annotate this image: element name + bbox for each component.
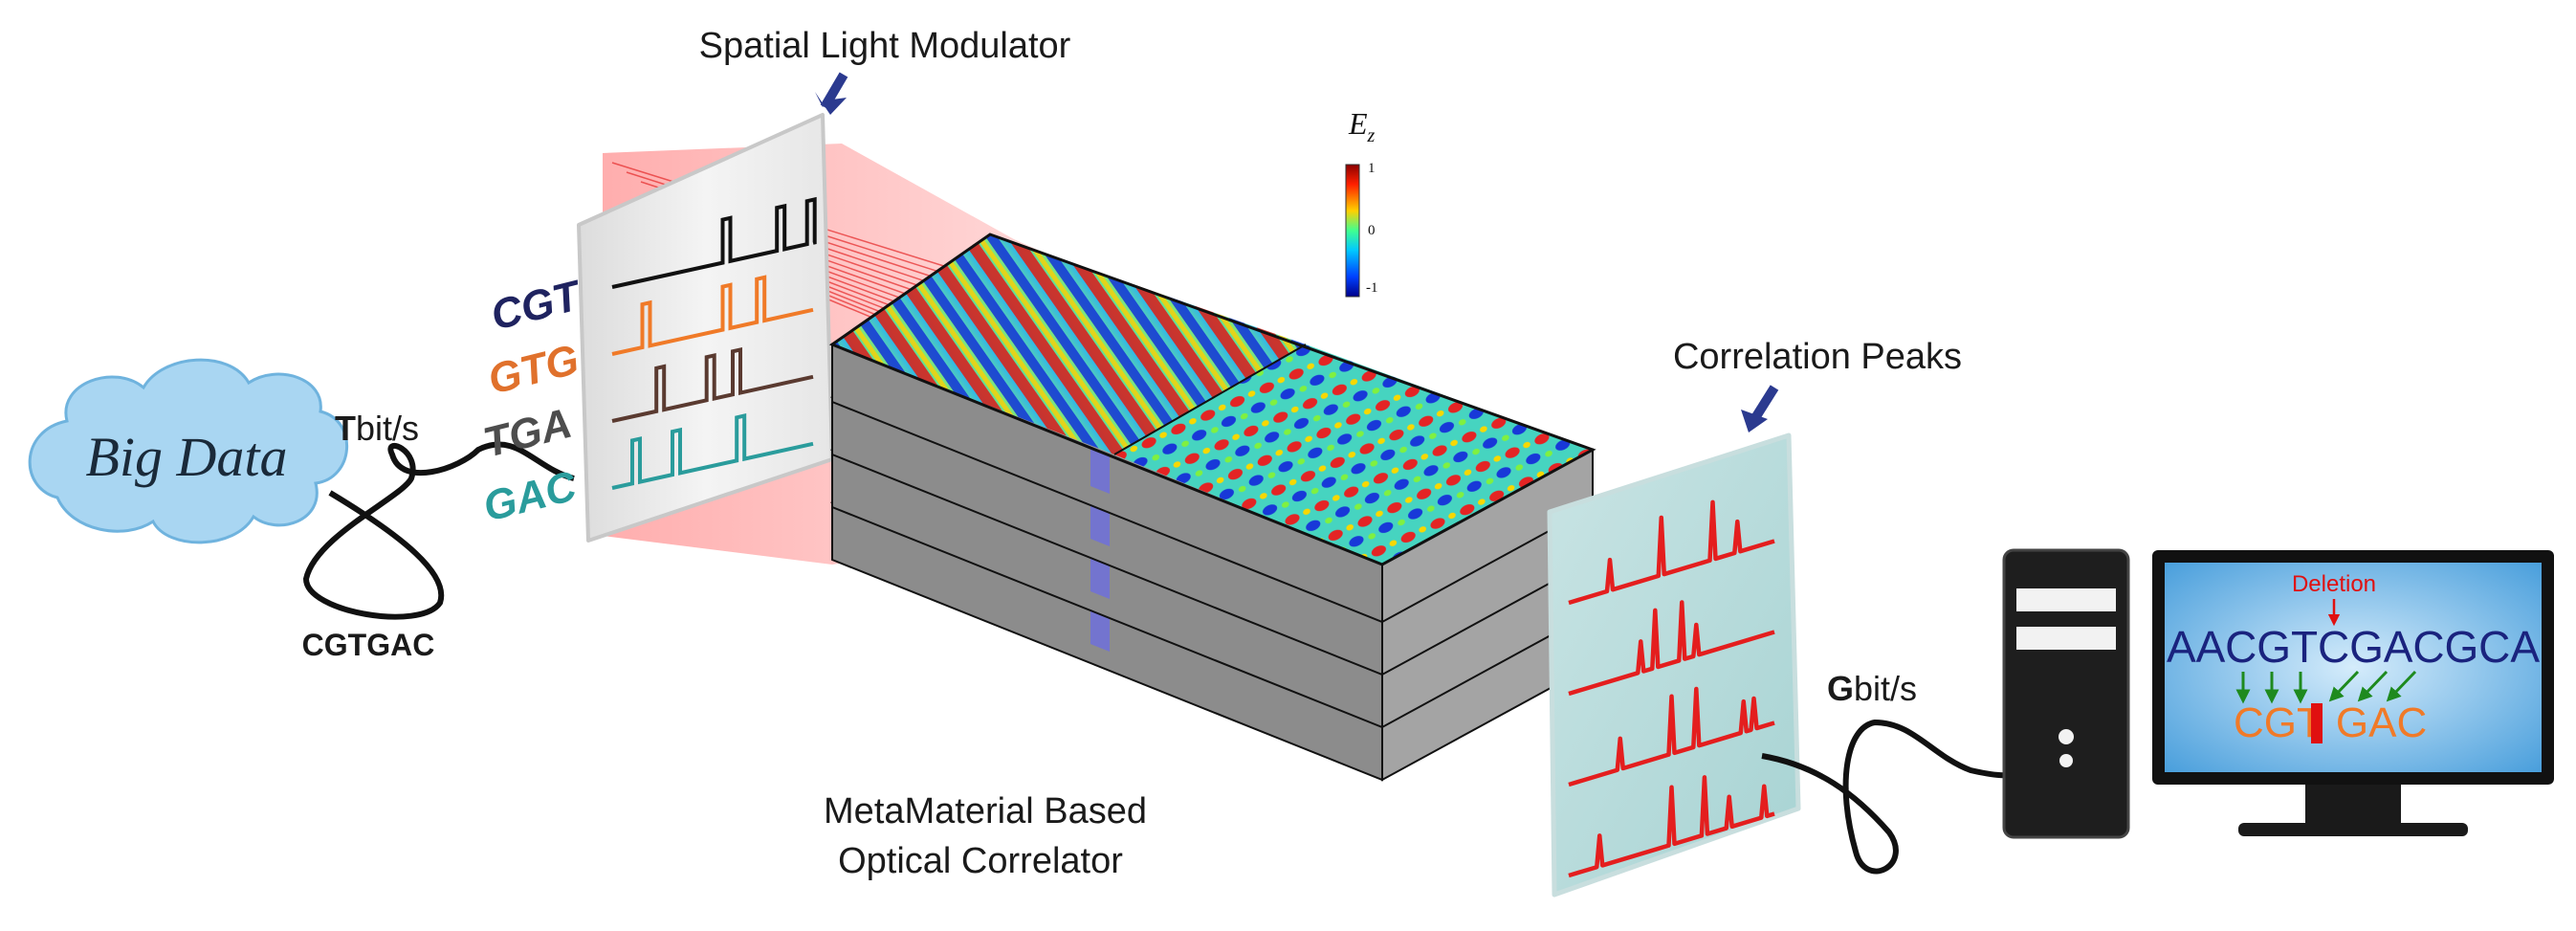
field-surface-outline	[828, 233, 1596, 566]
monitor: Deletion AACGTCGACGCA CGT GAC	[2152, 550, 2554, 836]
slm-pulse-traces	[611, 196, 817, 490]
correlator-label-line2: Optical Correlator	[838, 841, 1123, 881]
query-after: GAC	[2336, 699, 2427, 746]
colorbar-subscript: z	[1367, 125, 1376, 146]
colorbar-tick-bottom: -1	[1366, 280, 1378, 296]
input-rate-prefix: T	[335, 409, 356, 448]
tower-led	[2059, 754, 2073, 767]
code-label-tga: TGA	[479, 400, 577, 467]
colorbar-title: E	[1348, 106, 1368, 141]
slm-label: Spatial Light Modulator	[699, 26, 1071, 66]
svg-text:CGTGAC: CGT GAC	[2234, 699, 2427, 746]
match-arrow-5	[2357, 670, 2389, 702]
correlation-trace-3	[1568, 686, 1775, 787]
tower-drive-2	[2016, 627, 2116, 650]
slm-trace-3	[611, 346, 814, 423]
metamaterial-stack	[828, 233, 1596, 782]
monitor-stand	[2238, 823, 2468, 836]
correlator-label-line1: MetaMaterial Based	[824, 791, 1147, 831]
output-rate-unit: bit/s	[1854, 669, 1917, 708]
big-data-cloud: Big Data	[28, 358, 348, 544]
slm-pointer-shaft	[820, 72, 848, 110]
slm-trace-1	[611, 196, 817, 289]
tower-button	[2059, 729, 2074, 744]
input-rate-unit: bit/s	[356, 409, 419, 448]
peaks-pointer-arrow	[1741, 410, 1768, 432]
match-arrow-4	[2328, 670, 2360, 702]
cloud-shape	[28, 358, 348, 544]
correlation-peaks-label: Correlation Peaks	[1673, 337, 1962, 377]
computer-tower	[2002, 548, 2130, 839]
tower-body	[2002, 548, 2130, 839]
waveguide-port-1	[1090, 448, 1110, 494]
match-arrow-6	[2386, 670, 2417, 702]
field-surface-right	[1114, 344, 1593, 565]
deletion-label: Deletion	[2292, 571, 2376, 597]
correlation-peak-traces	[1568, 499, 1775, 878]
deletion-marker	[2311, 703, 2323, 743]
svg-text:Tbit/s: Tbit/s	[335, 409, 419, 448]
input-cable	[302, 441, 575, 620]
colorbar-tick-mid: 0	[1368, 223, 1376, 238]
svg-text:Gbit/s: Gbit/s	[1827, 669, 1917, 708]
svg-text:Ez: Ez	[1348, 106, 1376, 146]
output-cable	[1761, 719, 2010, 875]
match-arrows	[2235, 670, 2417, 704]
query-before: CGT	[2234, 699, 2323, 746]
tower-drive-1	[2016, 588, 2116, 611]
input-sequence-label: CGTGAC	[302, 628, 435, 662]
code-label-gac: GAC	[479, 462, 583, 530]
monitor-screen	[2165, 563, 2542, 772]
slm-trace-4	[611, 413, 814, 490]
field-surface-left	[832, 234, 1306, 454]
field-divider	[1113, 344, 1307, 455]
colorbar: Ez 1 0 -1	[1345, 106, 1378, 298]
big-data-label: Big Data	[85, 426, 287, 488]
monitor-neck	[2305, 785, 2401, 823]
correlation-trace-4	[1568, 775, 1775, 878]
code-label-cgt: CGT	[487, 272, 587, 340]
output-rate-prefix: G	[1827, 669, 1854, 708]
correlation-panel	[1547, 432, 1801, 898]
reference-sequence: AACGTCGACGCA	[2167, 622, 2540, 672]
correlation-trace-2	[1568, 600, 1775, 697]
colorbar-tick-top: 1	[1368, 161, 1376, 176]
colorbar-gradient	[1345, 164, 1360, 298]
slm-trace-2	[611, 275, 814, 356]
correlation-trace-1	[1568, 499, 1775, 606]
code-label-gtg: GTG	[484, 336, 583, 404]
